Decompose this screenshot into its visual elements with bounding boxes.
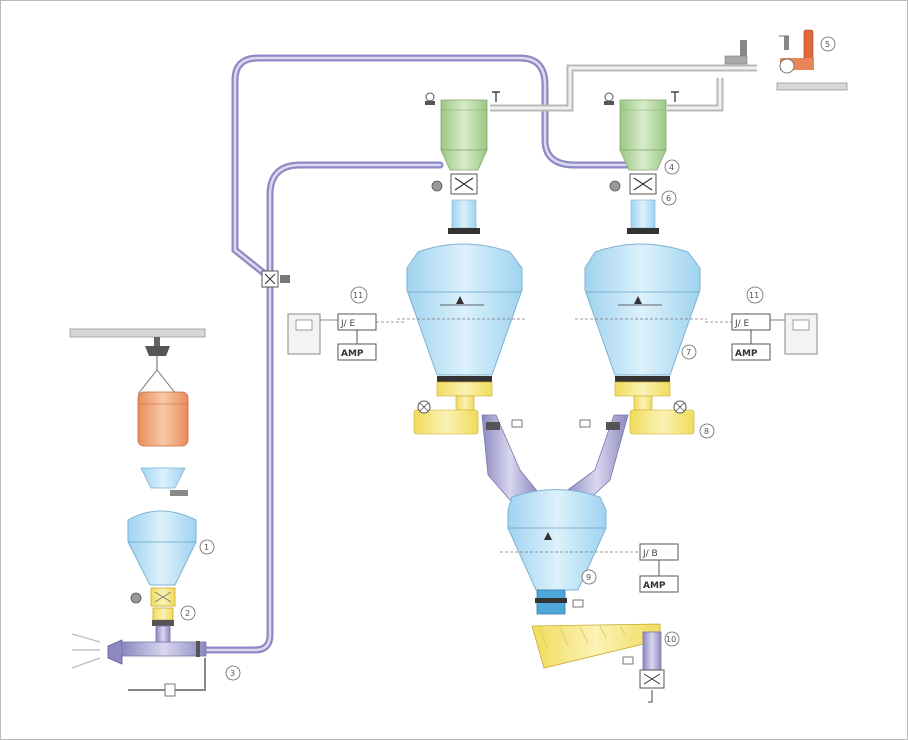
right-controller-label: J/ E (734, 319, 750, 329)
bottom-controller-label: J/ B (642, 549, 658, 559)
vacuum-header (776, 82, 848, 91)
callout-1: 1 (204, 543, 209, 552)
callout-10: 10 (666, 635, 676, 644)
callout-3: 3 (230, 669, 235, 678)
callout-5: 5 (825, 40, 830, 49)
right-weigh-hopper (575, 243, 707, 435)
mixing-hopper (500, 489, 679, 615)
right-filter-receiver (604, 91, 679, 171)
right-amp-label: AMP (735, 349, 758, 359)
callout-2: 2 (185, 609, 190, 618)
main-conveying-line (201, 161, 444, 654)
callout-11-right: 11 (749, 291, 759, 300)
callout-11-left: 11 (353, 291, 363, 300)
screw-conveyor (531, 623, 665, 703)
right-rotary-valve (609, 173, 659, 234)
left-rotary-valve (431, 173, 480, 234)
left-amp-label: AMP (341, 349, 364, 359)
pickup-adapter (71, 625, 207, 697)
discharge-chutes (481, 414, 629, 501)
left-filter-receiver (425, 91, 500, 171)
bottom-amp-label: AMP (643, 581, 666, 591)
left-load-cell-controller (287, 313, 405, 361)
left-controller-label: J/ E (340, 319, 356, 329)
callout-7: 7 (686, 348, 691, 357)
diverter-valve (261, 270, 290, 288)
bag-unloading-station (69, 328, 206, 626)
callouts (180, 36, 836, 681)
left-weigh-hopper (397, 243, 527, 435)
callout-8: 8 (704, 427, 709, 436)
right-load-cell-controller (705, 313, 818, 361)
callout-4: 4 (669, 163, 674, 172)
conveying-pipes (201, 54, 632, 654)
callout-9: 9 (586, 573, 591, 582)
vent-lines (490, 64, 757, 112)
callout-6: 6 (666, 194, 671, 203)
vacuum-pump-unit (724, 29, 814, 74)
